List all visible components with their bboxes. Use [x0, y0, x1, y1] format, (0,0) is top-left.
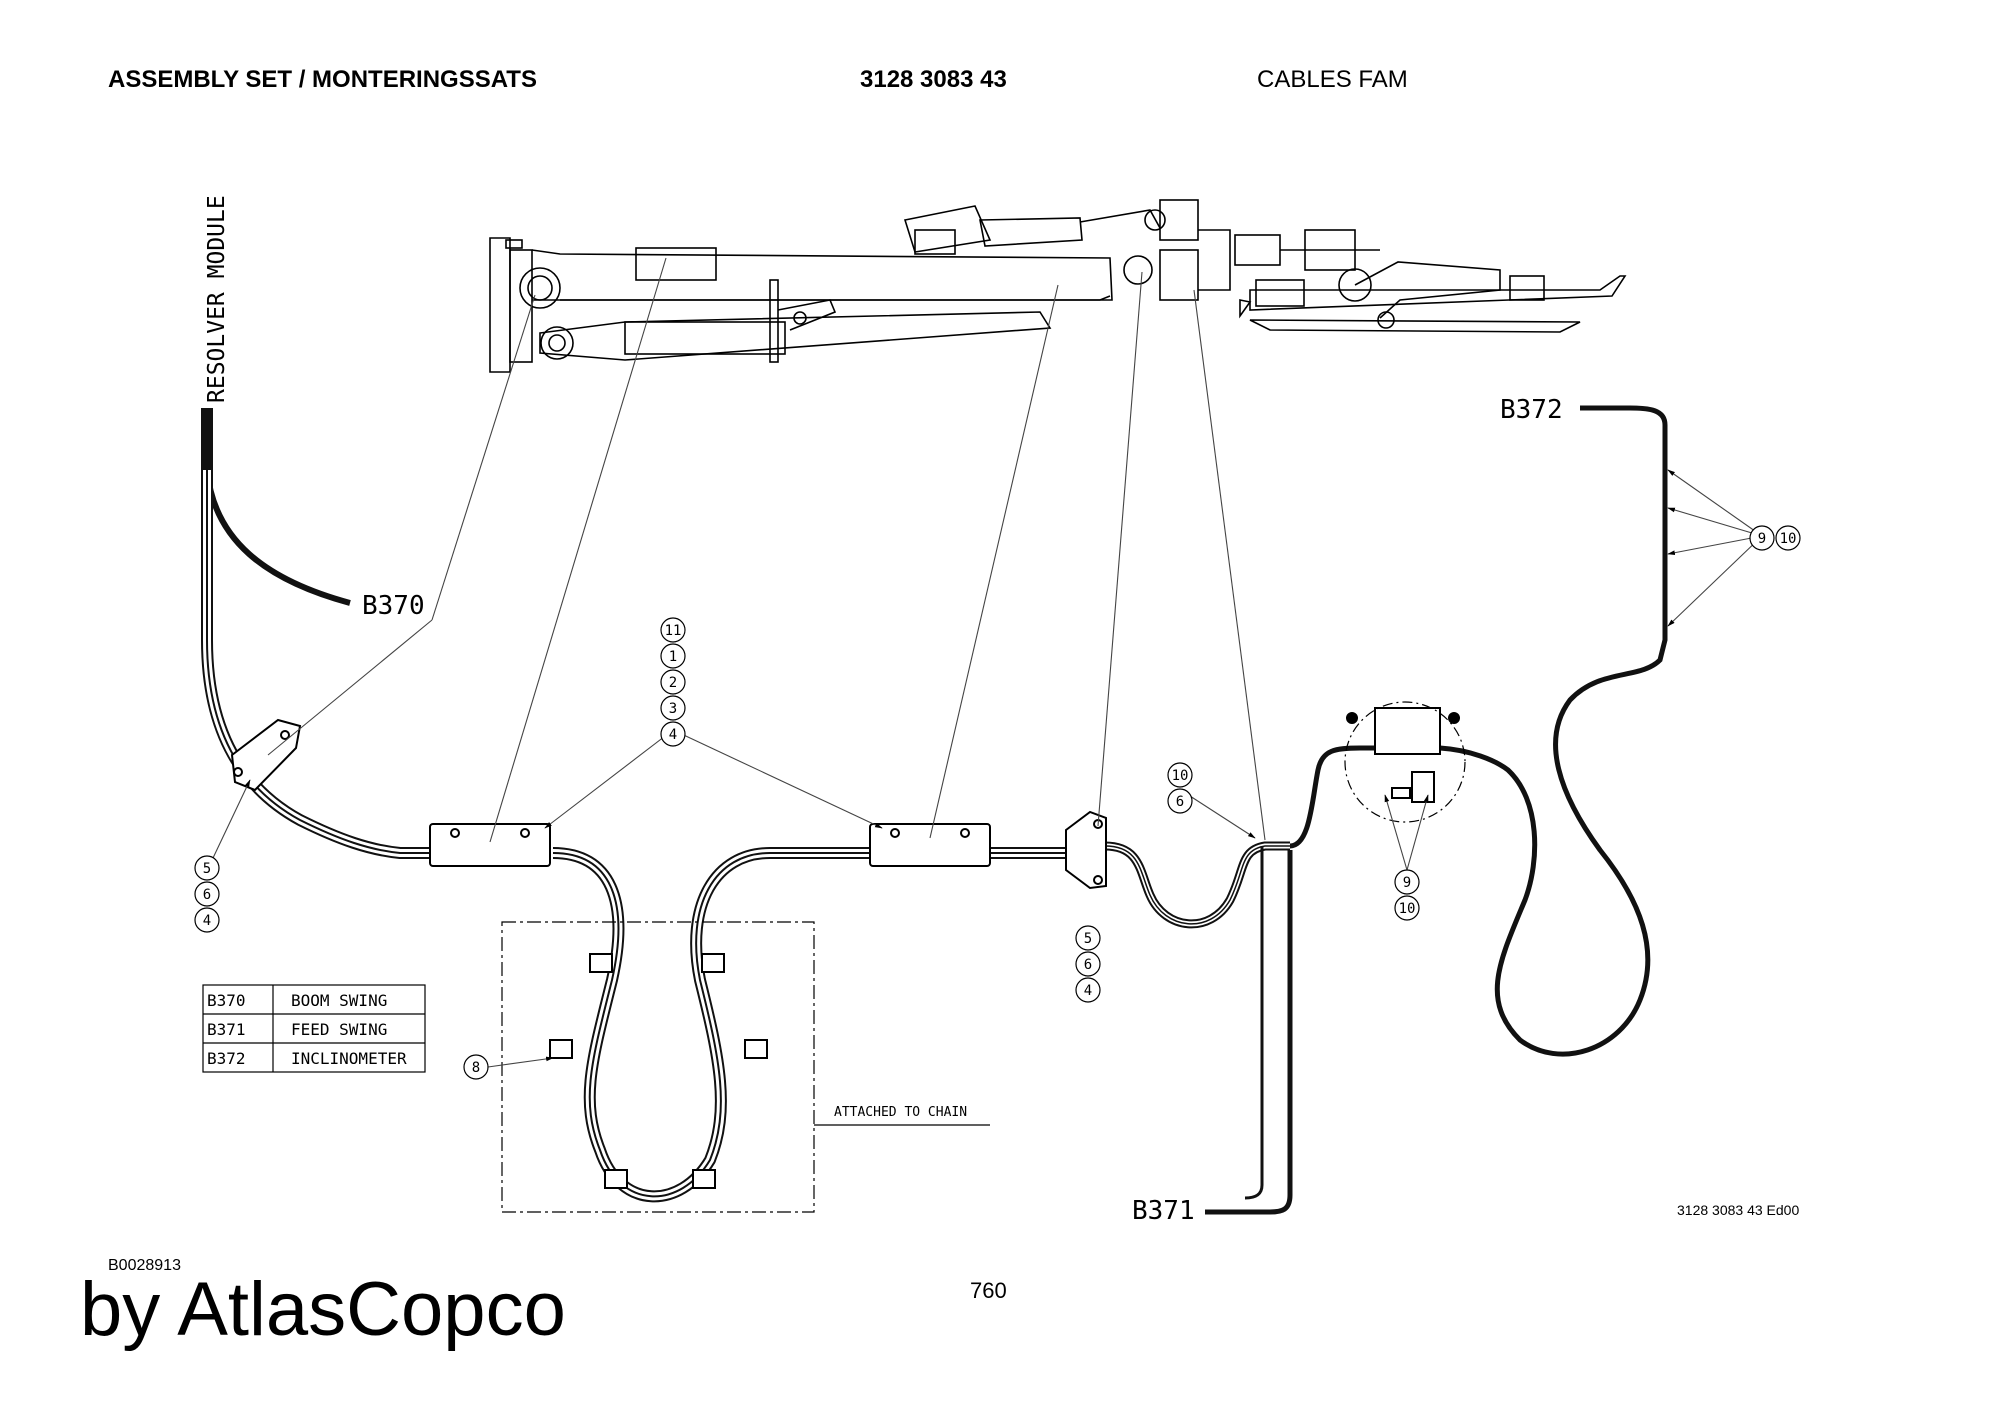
- callout-number: 4: [203, 913, 211, 929]
- callout-number: 8: [472, 1060, 480, 1076]
- callout-circle: [1394, 869, 1420, 895]
- callout-number: 10: [1780, 531, 1797, 547]
- cable-harness: [201, 405, 1668, 1215]
- brand-footer: by AtlasCopco: [80, 1267, 566, 1352]
- callout-circle: [194, 907, 220, 933]
- callout-number: 11: [665, 623, 682, 639]
- document-code: B0028913: [108, 1257, 181, 1274]
- callout-circle: [463, 1054, 489, 1080]
- callout-circle: [1075, 977, 1101, 1003]
- callout-number: 1: [669, 649, 677, 665]
- detail-circle: [1344, 701, 1466, 823]
- legend-code: B370: [207, 991, 246, 1010]
- assembly-title: ASSEMBLY SET / MONTERINGSSATS: [108, 66, 537, 93]
- legend-name: INCLINOMETER: [291, 1049, 407, 1068]
- attached-to-chain-note: ATTACHED TO CHAIN: [834, 1105, 967, 1120]
- sensor-legend-table: B370 BOOM SWING B371 FEED SWING B372 INCLINOM…: [202, 984, 426, 1073]
- callout-circle: [660, 617, 686, 643]
- callout-circle: [194, 855, 220, 881]
- callout-circle: [660, 643, 686, 669]
- callout-circle: [1167, 762, 1193, 788]
- callout-number: 9: [1403, 875, 1411, 891]
- callout-number: 5: [203, 861, 211, 877]
- callout-circle: [1749, 525, 1775, 551]
- legend-name: FEED SWING: [291, 1020, 387, 1039]
- callout-number: 4: [669, 727, 677, 743]
- assembly-description: CABLES FAM: [1257, 66, 1408, 93]
- callout-number: 6: [203, 887, 211, 903]
- leader-lines: [212, 257, 1763, 1068]
- drill-boom: [489, 199, 1627, 373]
- b372-label: B372: [1500, 395, 1563, 425]
- callout-circle: [1775, 525, 1801, 551]
- callout-circle: [1075, 951, 1101, 977]
- callout-number: 5: [1084, 931, 1092, 947]
- legend-code: B372: [207, 1049, 246, 1068]
- callout-circle: [1394, 895, 1420, 921]
- callout-circle: [1167, 788, 1193, 814]
- callout-circle: [660, 669, 686, 695]
- legend-code: B371: [207, 1020, 246, 1039]
- legend-frame: [202, 984, 426, 1073]
- legend-name: BOOM SWING: [291, 991, 387, 1010]
- callout-number: 2: [669, 675, 677, 691]
- callout-number: 6: [1084, 957, 1092, 973]
- callout-circle: [660, 721, 686, 747]
- callout-number: 10: [1399, 901, 1416, 917]
- b371-label: B371: [1132, 1196, 1195, 1226]
- callout-number: 10: [1172, 768, 1189, 784]
- chain-box: [501, 921, 815, 1213]
- clamps: [230, 707, 1460, 1189]
- callout-circle: [1075, 925, 1101, 951]
- callout-circle: [194, 881, 220, 907]
- resolver-module-label: RESOLVER MODULE: [204, 195, 230, 403]
- callout-number: 4: [1084, 983, 1092, 999]
- callout-number: 6: [1176, 794, 1184, 810]
- callout-number: 3: [669, 701, 677, 717]
- page-number: 760: [970, 1278, 1007, 1303]
- b370-label: B370: [362, 591, 425, 621]
- callout-circle: [660, 695, 686, 721]
- callout-number: 9: [1758, 531, 1766, 547]
- part-number: 3128 3083 43: [860, 66, 1007, 93]
- edition-code: 3128 3083 43 Ed00: [1677, 1202, 1800, 1218]
